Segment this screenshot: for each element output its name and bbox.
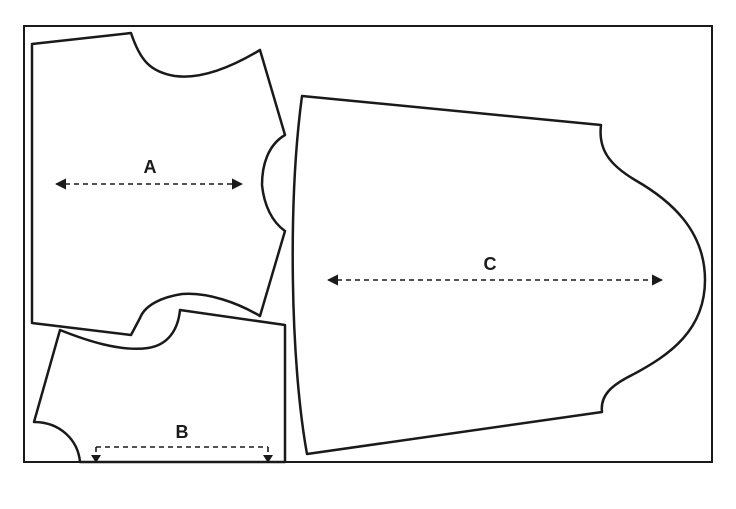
piece-c-outline: [291, 94, 707, 456]
piece-a-label: A: [144, 157, 157, 177]
piece-c-label: C: [484, 254, 497, 274]
piece-b-outline: [32, 308, 287, 464]
piece-b-arrow-left: [91, 455, 101, 463]
frame-border: [23, 25, 713, 463]
piece-b-arrow-right: [263, 455, 273, 463]
piece-b-label: B: [176, 422, 189, 442]
